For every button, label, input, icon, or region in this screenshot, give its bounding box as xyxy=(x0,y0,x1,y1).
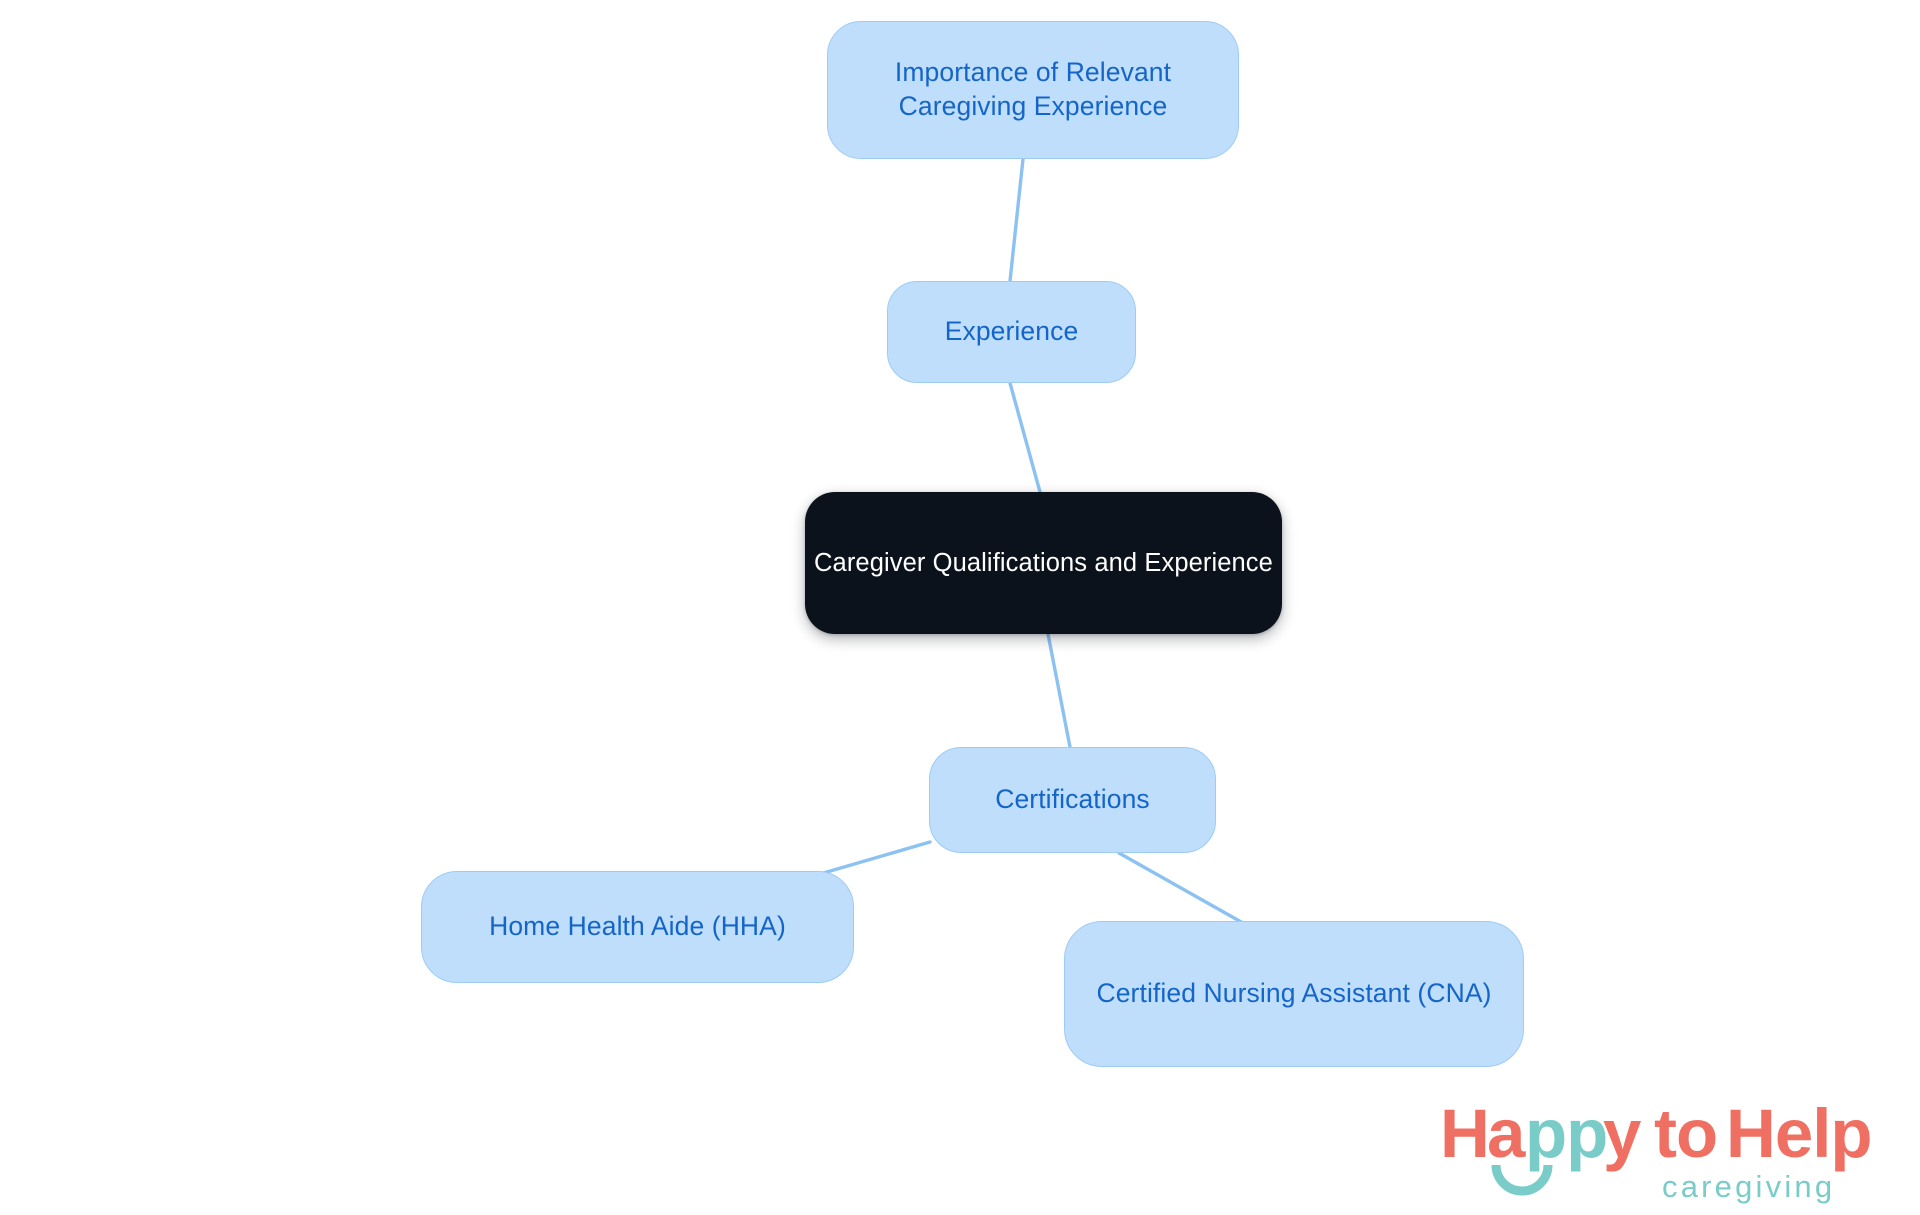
mindmap-node-importance[interactable]: Importance of Relevant Caregiving Experi… xyxy=(827,21,1239,159)
edge-certifications-to-cna xyxy=(1117,851,1245,925)
mindmap-node-experience[interactable]: Experience xyxy=(887,281,1136,383)
logo-word-happy-y: y xyxy=(1603,1095,1641,1172)
logo-smile-icon xyxy=(1491,1164,1553,1196)
edge-certifications-to-hha xyxy=(818,840,932,876)
logo-tagline: caregiving xyxy=(1662,1169,1835,1204)
edge-experience-to-central xyxy=(1008,381,1042,494)
logo-artwork: H a pp y to Help caregiving xyxy=(1440,1095,1873,1204)
logo-word-happy-pp: pp xyxy=(1525,1095,1607,1172)
logo-word-happy-a: a xyxy=(1487,1095,1526,1172)
edge-central-to-certifications xyxy=(1046,632,1072,749)
mindmap-node-certified-nursing-assistant[interactable]: Certified Nursing Assistant (CNA) xyxy=(1064,921,1524,1067)
happy-to-help-logo: H a pp y to Help caregiving xyxy=(1440,1093,1900,1208)
edge-importance-to-experience xyxy=(1008,157,1025,283)
logo-word-help: Help xyxy=(1726,1095,1872,1172)
mindmap-node-central[interactable]: Caregiver Qualifications and Experience xyxy=(805,492,1282,634)
mindmap-node-certifications[interactable]: Certifications xyxy=(929,747,1216,853)
mindmap-node-home-health-aide[interactable]: Home Health Aide (HHA) xyxy=(421,871,854,983)
logo-word-happy-h: H xyxy=(1440,1095,1489,1172)
logo-word-to: to xyxy=(1654,1095,1717,1172)
